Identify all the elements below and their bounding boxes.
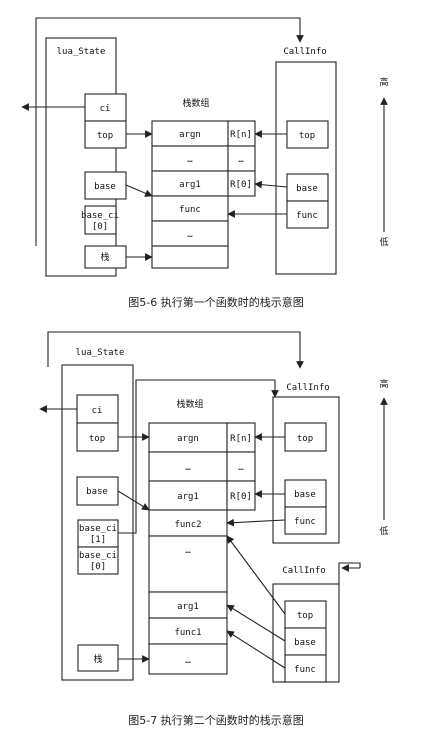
s2-arg1 [148,480,228,511]
reg-dots [227,145,256,172]
figure-caption: 图5-6 执行第一个函数时的栈示意图 [128,295,303,309]
lua-state-label-2: lua_State [76,348,125,358]
s2-dots1-label: … [185,463,191,473]
ci2-top-cell [284,422,327,452]
s2-arg1b-label: arg1 [177,602,199,612]
callinfo2-label: CallInfo [282,566,325,576]
s2-func1 [148,617,228,645]
s2-dots1 [148,451,228,482]
high-label: 高 [379,76,388,88]
ci3-func-cell [284,654,327,683]
s2-argn-label: argn [177,434,199,444]
ls2-ci-cell [76,394,119,424]
ls2-base-ci1-cell [77,519,119,548]
ci3-base-arrow [226,604,286,642]
ci3-top-arrow [226,535,286,615]
ci2-func-arrow [226,518,286,527]
ls-base-arrow [125,184,153,197]
figure-5-6: lua_State ci top base base_ci [0] 栈 栈数组 … [21,17,389,309]
s2-dots2 [148,535,228,593]
ls-base-label: base [94,182,116,192]
s2-dots3-label: … [185,656,191,666]
ci2-top-label: top [297,434,313,444]
ci3-base-cell [284,627,327,656]
ls2-top-cell [76,422,119,452]
ls2-base-ci1-index: [1] [90,535,106,545]
figure-caption-2: 图5-7 执行第二个函数时的栈示意图 [128,713,303,727]
s2-dots2-label: … [185,546,191,556]
ls2-base-label: base [86,487,108,497]
s2-func2-label: func2 [174,520,201,530]
reg-r0-label: R[0] [230,180,252,190]
ci2-base-label: base [294,490,316,500]
stack-func [151,195,229,222]
lua-state-label: lua_State [57,47,106,57]
callinfo-label-2: CallInfo [286,383,329,393]
ci2-func-label: func [294,517,316,527]
stack-dots2-label: … [187,230,193,240]
ls2-ci-label: ci [92,406,103,416]
ci-base-label: base [296,184,318,194]
ci-base-cell [286,173,329,202]
s2-dots3 [148,643,228,675]
reg-dots-label: … [238,155,244,165]
ls-base-cell [84,171,127,200]
high-label-2: 高 [379,378,388,390]
stack-dots2 [151,220,229,247]
reg2-r0-label: R[0] [230,492,252,502]
s2-func1-label: func1 [174,628,201,638]
stack-argn-label: argn [179,130,201,140]
reg-rn-label: R[n] [230,130,252,140]
stack-argn [151,120,229,147]
ci-base-arrow [254,180,288,189]
callinfo-label: CallInfo [283,47,326,57]
callinfo2-loop-line [338,562,361,584]
stack-dots1-label: … [187,155,193,165]
ls-top-label: top [97,131,113,141]
stack-array-title-2: 栈数组 [176,398,203,410]
ls-ci-label: ci [100,104,111,114]
reg2-r0 [226,480,256,511]
ls2-base-ci0-label: base_ci [79,551,117,561]
ls2-stack-cell [77,644,119,672]
ls2-base-arrow [117,490,150,511]
low-label-2: 低 [379,525,388,537]
ls2-top-label: top [89,434,105,444]
ls-stack-label: 栈 [100,251,109,263]
low-label: 低 [379,236,388,248]
stack-arg1-label: arg1 [179,180,201,190]
s2-arg1-label: arg1 [177,492,199,502]
reg2-dots-label: … [238,463,244,473]
stack-func-label: func [179,205,201,215]
ci-top-label: top [299,131,315,141]
ci3-base-label: base [294,638,316,648]
ci3-func-arrow [226,630,286,669]
stack-empty [151,245,229,269]
stack-array-title: 栈数组 [182,97,209,109]
ci3-top-label: top [297,611,313,621]
ls2-base-ci0-index: [0] [90,562,106,572]
callinfo-box [275,61,337,275]
ls-base-ci-index: [0] [92,222,108,232]
reg2-rn-label: R[n] [230,434,252,444]
figure-5-7: lua_State ci top base base_ci [1] base_c… [39,331,389,727]
ls-base-ci-label: base_ci [81,211,119,221]
stack-arg1 [151,170,229,197]
ci-func-label: func [296,211,318,221]
s2-func2 [148,509,228,537]
base-ci1-to-callinfo-line [118,379,279,534]
lua-state-to-callinfo-line [35,17,304,246]
lua-state-box [45,37,117,277]
ls-top-cell [84,120,127,149]
ls-base-ci-cell [84,205,117,235]
ls2-base-ci1-label: base_ci [79,524,117,534]
ls2-stack-label: 栈 [93,653,102,665]
ls2-base-ci0-cell [77,546,119,575]
ci2-func-cell [284,506,327,535]
lua-state-to-callinfo-line-2 [47,331,304,369]
ci3-func-label: func [294,665,316,675]
